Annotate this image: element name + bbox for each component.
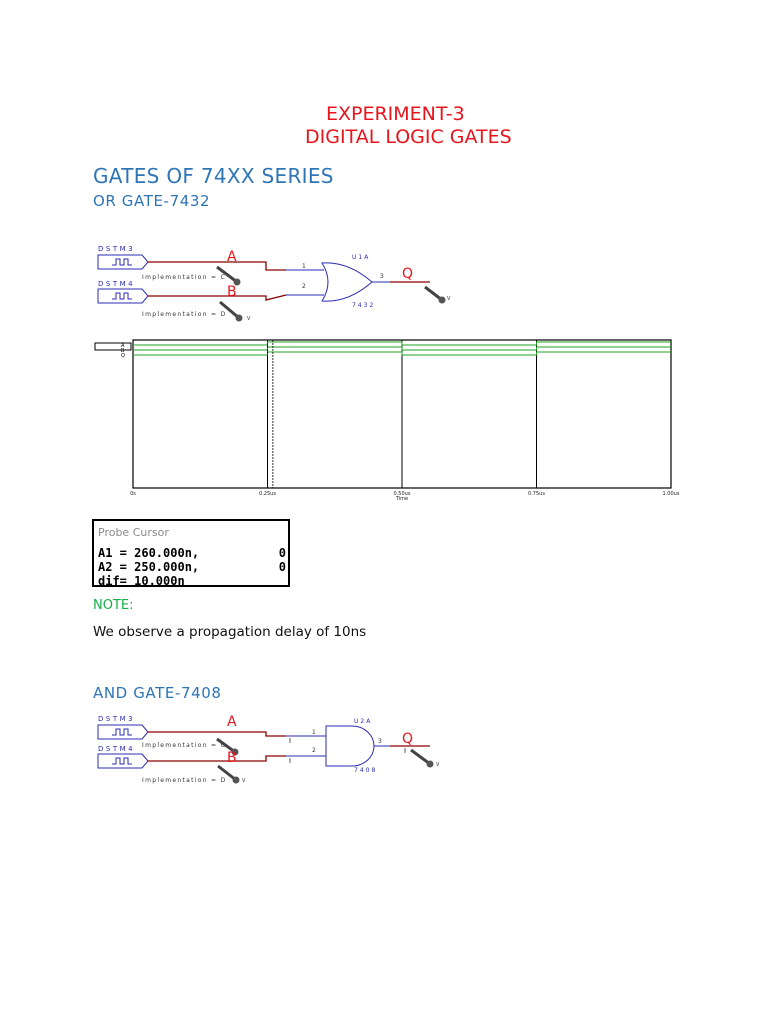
source-a-name: DSTM3: [98, 245, 135, 253]
source-a-name: DSTM3: [98, 715, 135, 723]
impl-a-text: Implementation = C: [142, 742, 226, 749]
probe-v-q: V: [436, 762, 440, 768]
x-axis-label: Time: [395, 496, 408, 502]
experiment-title: EXPERIMENT-3: [326, 103, 465, 125]
probe-cursor-panel: Probe Cursor A1 = 260.000n, 0 A2 = 250.0…: [92, 519, 290, 588]
or-gate-symbol: [321, 262, 373, 302]
x-tick-label-1: 0.25us: [259, 491, 276, 497]
and-gate-heading: AND GATE-7408: [93, 684, 222, 702]
x-tick-label-4: 1.00us: [663, 491, 680, 497]
part-ref: U2A: [354, 718, 372, 725]
wire-a: [148, 261, 286, 271]
pin-3: 3: [378, 738, 382, 745]
probe-a2-level: 0: [278, 560, 286, 574]
probe-dif-value: dif= 10.000n: [98, 574, 185, 588]
signal-label-a: A: [121, 343, 125, 349]
probe-a1-value: A1 = 260.000n,: [98, 546, 200, 560]
trace-a: [133, 341, 671, 346]
x-tick-label-2: 0.50us: [394, 491, 411, 497]
probe-a1-level: 0: [278, 546, 286, 560]
pin-3: 3: [380, 273, 384, 280]
source-b-name: DSTM4: [98, 280, 135, 288]
input-a-label: A: [227, 714, 237, 730]
x-tick-label-3: 0.75us: [528, 491, 545, 497]
probe-cursor-title: Probe Cursor: [98, 526, 169, 539]
part-number: 7408: [354, 767, 377, 774]
source-b-symbol: [97, 753, 149, 769]
trace-b: [133, 346, 671, 351]
wire-b: [148, 755, 286, 762]
impl-b-text: Implementation = D: [142, 311, 227, 318]
probe-a2-value: A2 = 250.000n,: [98, 560, 200, 574]
waveform-chart: ABQ 0s 0.25us 0.50us 0.75us 1.00us Time: [94, 339, 680, 502]
experiment-subtitle: DIGITAL LOGIC GATES: [305, 126, 512, 148]
output-q-label: Q: [402, 731, 413, 747]
wire-a: [148, 731, 286, 737]
input-a-label: A: [227, 249, 237, 265]
probe-v-q: V: [447, 296, 451, 302]
pin-2: 2: [312, 747, 316, 754]
input-b-label: B: [227, 750, 237, 766]
signal-name-box: [94, 342, 132, 351]
source-b-name: DSTM4: [98, 745, 135, 753]
input-b-label: B: [227, 284, 237, 300]
pin-2: 2: [302, 283, 306, 290]
or-gate-schematic: DSTM3 DSTM4 A B Q Implementation = C Imp…: [97, 245, 451, 322]
and-gate-symbol: [325, 725, 375, 767]
note-text: We observe a propagation delay of 10ns: [93, 624, 367, 640]
pin-1: 1: [312, 729, 316, 736]
pin-1: 1: [302, 263, 306, 270]
impl-a-text: Implementation = C: [142, 274, 226, 281]
signal-label-q: Q: [121, 353, 125, 359]
probe-v-b: V: [247, 316, 251, 322]
source-b-symbol: [97, 288, 149, 304]
trace-q: [133, 351, 671, 356]
signal-label-b: B: [121, 348, 125, 354]
impl-b-text: Implementation = D: [142, 777, 227, 784]
x-tick-label-0: 0s: [130, 491, 136, 497]
output-q-label: Q: [402, 266, 413, 282]
wire-b: [148, 294, 287, 301]
probe-v-b: V: [242, 778, 246, 784]
and-gate-schematic: DSTM3 DSTM4 A B Q Implementation = C Imp…: [97, 714, 440, 784]
or-gate-heading: OR GATE-7432: [93, 192, 211, 210]
source-a-symbol: [97, 254, 149, 270]
part-number: 7432: [352, 302, 375, 309]
source-a-symbol: [97, 724, 149, 740]
part-ref: U1A: [352, 254, 370, 261]
section-heading: GATES OF 74XX SERIES: [93, 164, 334, 188]
note-label: NOTE:: [93, 598, 134, 613]
